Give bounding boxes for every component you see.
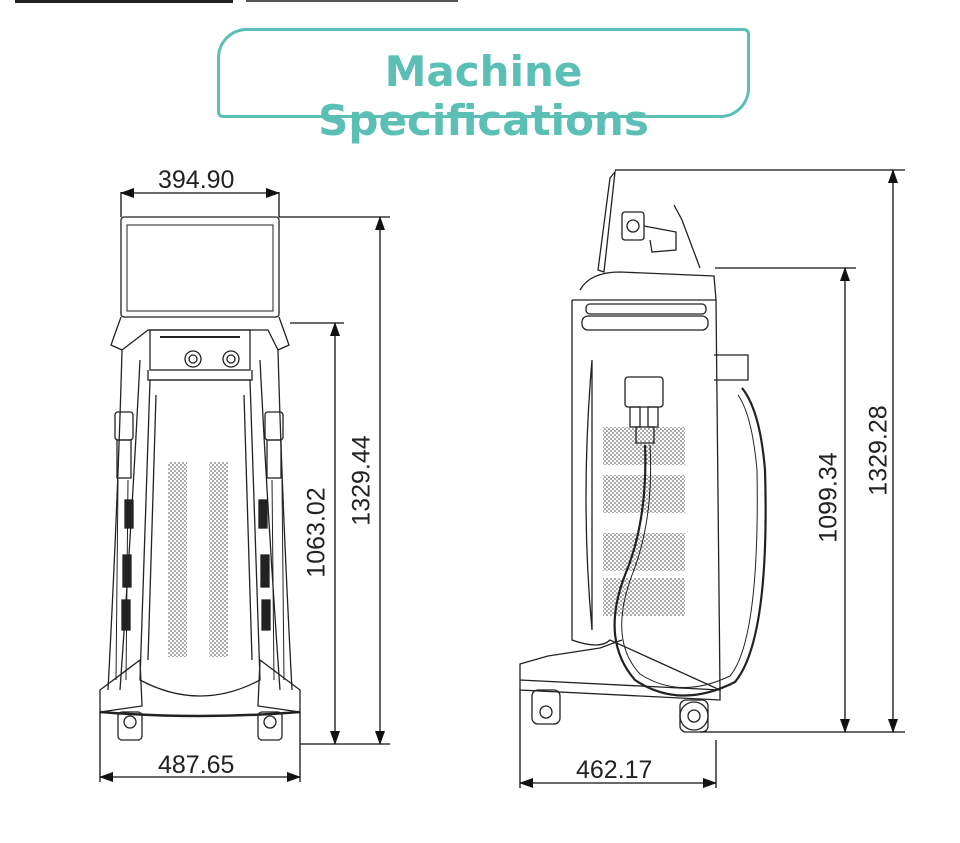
- front-knob-right: [222, 350, 240, 368]
- hose: [613, 387, 767, 697]
- side-body: [571, 299, 721, 692]
- dim-front-base-width: 487.65: [158, 751, 235, 779]
- side-dimensions: [519, 169, 905, 788]
- control-panel: [149, 329, 251, 371]
- top-rule-right: [246, 0, 458, 2]
- side-screen: [597, 169, 616, 273]
- dim-front-total-height: 1329.44: [347, 435, 376, 526]
- front-vent-right: [209, 462, 228, 657]
- side-vent-3: [603, 533, 685, 571]
- top-rule-left: [15, 0, 233, 3]
- dim-front-top-width: 394.90: [158, 166, 235, 194]
- dim-side-total-height: 1329.28: [864, 405, 893, 496]
- front-dimensions: [99, 188, 390, 782]
- dim-side-body-height: 1099.34: [814, 452, 843, 543]
- side-view: [519, 169, 767, 733]
- front-vent-left: [168, 462, 187, 657]
- handpiece-holder: [624, 376, 664, 408]
- dim-side-base-depth: 462.17: [576, 756, 653, 784]
- front-view: [99, 216, 301, 741]
- front-screen: [120, 216, 280, 318]
- front-body: [139, 379, 261, 697]
- page-title: Machine Specifications: [318, 47, 649, 145]
- dim-front-handle-height: 1063.02: [302, 487, 331, 578]
- title-frame: Machine Specifications: [217, 28, 750, 145]
- front-knob-left: [184, 350, 202, 368]
